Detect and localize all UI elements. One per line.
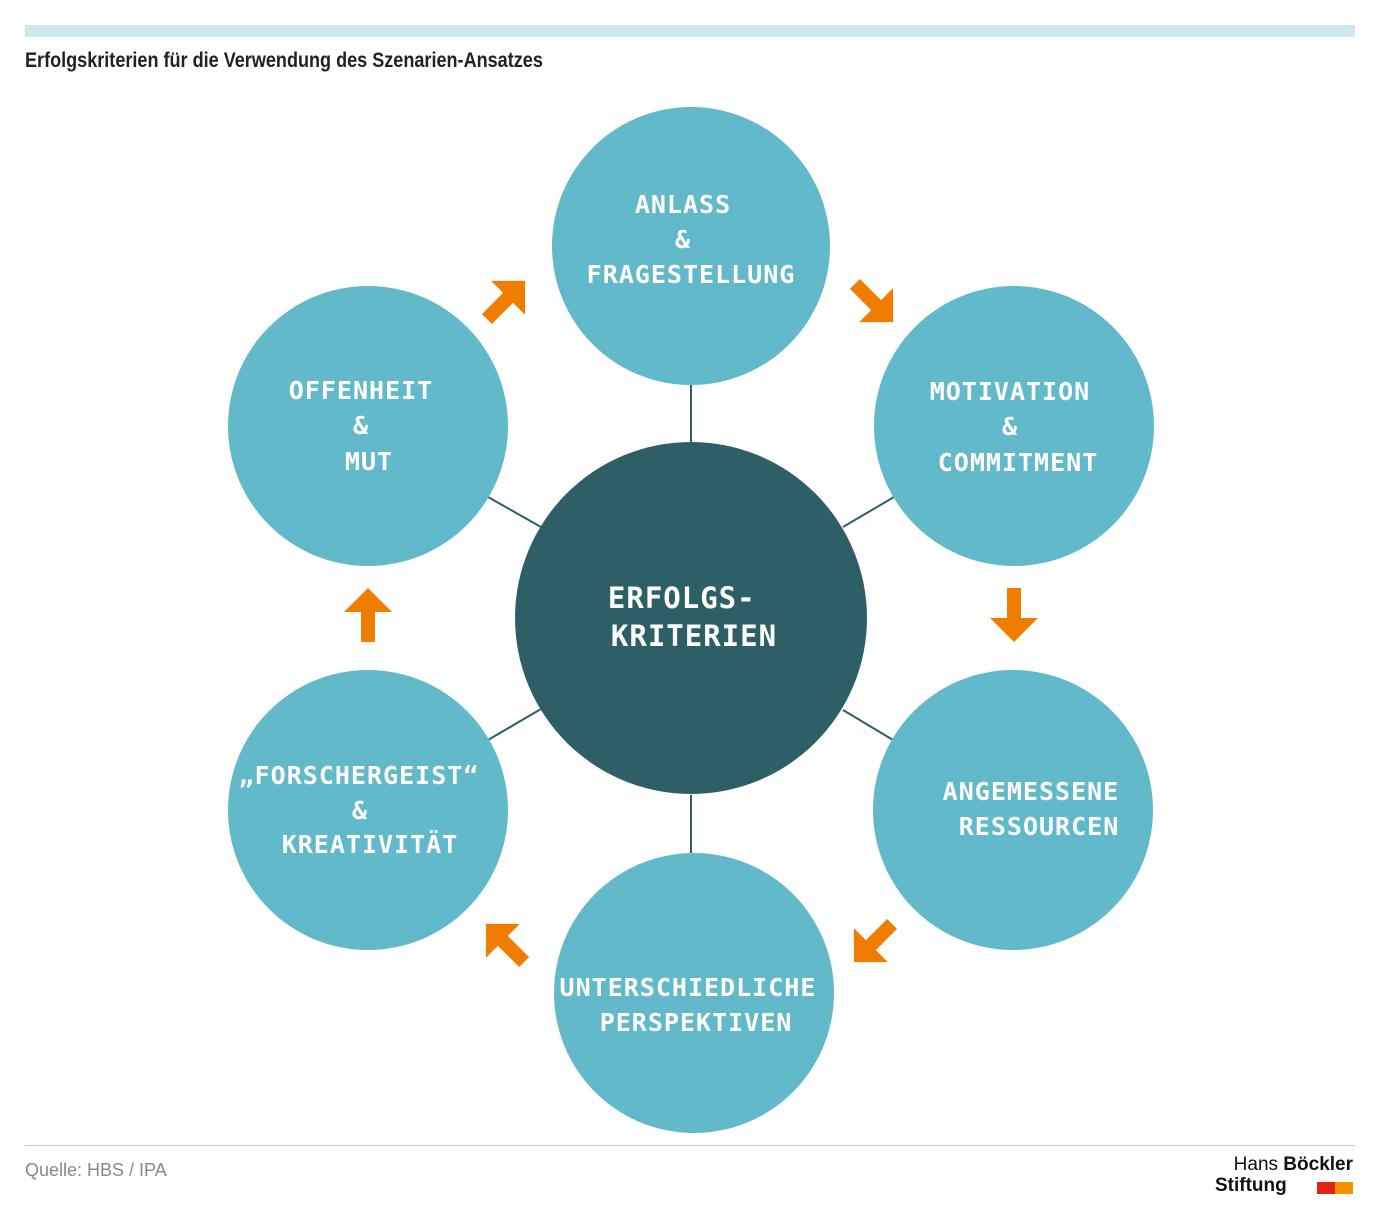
- center-label-line: KRITERIEN: [611, 619, 777, 653]
- center-circle: [515, 442, 867, 794]
- center-label-line: ERFOLGS-: [608, 581, 756, 615]
- node-label-line: FRAGESTELLUNG: [587, 260, 796, 289]
- arrow-motivation-to-ressourcen: [990, 588, 1038, 642]
- connector-forschergeist: [487, 708, 542, 741]
- node-label-line: &: [1002, 412, 1018, 441]
- node-label-line: KREATIVITÄT: [282, 829, 459, 859]
- logo-word-bold: Böckler: [1283, 1154, 1353, 1175]
- node-label-line: COMMITMENT: [938, 448, 1099, 477]
- node-ressourcen-circle: [873, 670, 1153, 950]
- node-offenheit-label: OFFENHEIT & MUT: [289, 376, 450, 476]
- arrow-perspektiven-to-forschergeist: [468, 906, 542, 980]
- node-label-line: ANGEMESSENE: [943, 777, 1120, 806]
- node-forschergeist-label: „FORSCHERGEIST“ & KREATIVITÄT: [239, 761, 496, 859]
- connector-offenheit: [487, 496, 542, 528]
- node-label-line: &: [353, 411, 369, 440]
- arrow-anlass-to-motivation: [837, 266, 911, 340]
- node-label-line: RESSOURCEN: [959, 812, 1120, 841]
- hans-boeckler-stiftung-logo: Hans Böckler Stiftung: [1213, 1154, 1353, 1198]
- logo-color-mark: [1317, 1182, 1353, 1194]
- logo-text-line2: Stiftung: [1215, 1175, 1287, 1196]
- node-label-line: &: [352, 796, 368, 825]
- chart-title: Erfolgskriterien für die Verwendung des …: [25, 49, 543, 72]
- logo-text-line1: Hans Böckler: [1234, 1154, 1353, 1176]
- source-note: Quelle: HBS / IPA: [25, 1160, 167, 1180]
- node-perspektiven-circle: [554, 853, 834, 1133]
- arrow-offenheit-to-anlass: [469, 263, 543, 337]
- node-label-line: MOTIVATION: [930, 377, 1091, 406]
- node-ressourcen-label: ANGEMESSENE RESSOURCEN: [943, 777, 1136, 841]
- node-anlass-label: ANLASS & FRAGESTELLUNG: [587, 190, 796, 289]
- node-perspektiven-label: UNTERSCHIEDLICHE PERSPEKTIVEN: [560, 973, 833, 1037]
- node-motivation-circle: [874, 286, 1154, 566]
- node-forschergeist-circle: [228, 670, 508, 950]
- node-label-line: UNTERSCHIEDLICHE: [560, 973, 817, 1002]
- node-label-line: „FORSCHERGEIST“: [239, 761, 480, 790]
- node-label-line: OFFENHEIT: [289, 376, 433, 405]
- node-anlass-circle: [552, 107, 830, 385]
- node-offenheit-circle: [228, 286, 508, 566]
- node-motivation-label: MOTIVATION & COMMITMENT: [930, 377, 1107, 477]
- connector-ressourcen: [842, 709, 894, 741]
- top-accent-bar: [25, 25, 1355, 37]
- arrow-ressourcen-to-perspektiven: [836, 906, 910, 980]
- center-label: ERFOLGS- KRITERIEN: [608, 581, 777, 653]
- node-label-line: MUT: [345, 447, 393, 476]
- arrow-forschergeist-to-offenheit: [344, 588, 392, 642]
- footer-divider: [25, 1145, 1355, 1146]
- node-label-line: ANLASS: [635, 190, 731, 219]
- node-label-line: PERSPEKTIVEN: [600, 1008, 793, 1037]
- logo-word: Hans: [1233, 1154, 1279, 1175]
- connector-motivation: [842, 496, 895, 528]
- node-label-line: &: [675, 225, 691, 254]
